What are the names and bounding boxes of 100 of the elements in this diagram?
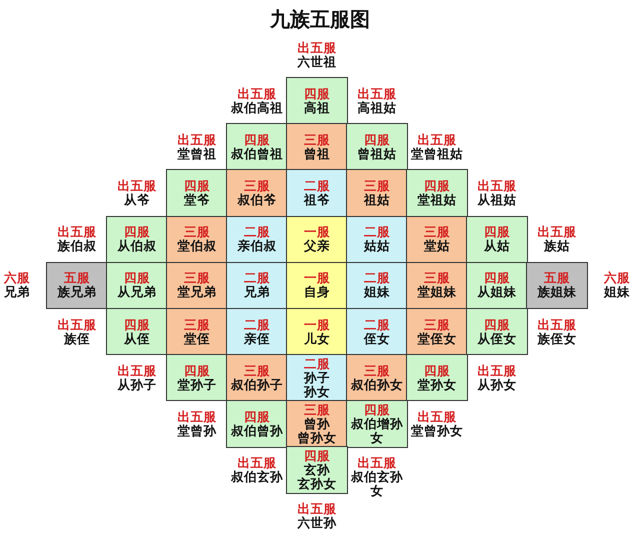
mourning-cell [406,308,468,356]
mourning-cell [466,216,528,264]
relative-name: 堂侄女 [418,332,456,346]
relative-name: 堂侄 [184,332,210,346]
relative-name: 堂曾孙女 [410,424,464,438]
grade-label: 六服 [602,271,631,286]
grade-label: 出五服 [418,133,458,148]
grade-label: 二服 [364,225,390,240]
relative-name: 从孙女 [476,378,518,392]
grade-label: 出五服 [416,410,458,424]
grade-label: 四服 [484,271,510,286]
mourning-cell [166,169,228,218]
grade-label: 五服 [64,271,90,286]
relative-name: 族侄女 [536,332,578,346]
relative-name: 从伯叔 [118,239,156,254]
grade-label: 出五服 [56,225,98,240]
grade-label: 三服 [184,318,210,332]
relative-name: 从姑 [484,239,510,254]
relative-name: 曾孙女 [298,430,336,445]
grade-label: 三服 [184,271,210,286]
mourning-cell [166,262,228,310]
grade-label: 四服 [124,318,150,332]
grade-label: 三服 [244,179,270,194]
mourning-cell [286,354,348,402]
grade-label: 出五服 [536,225,578,240]
title: 九族五服图 [268,8,371,32]
mourning-cell [106,262,168,310]
grade-label: 出五服 [56,318,98,332]
grade-label: 四服 [364,133,390,148]
grade-label: 四服 [304,87,330,102]
relative-name: 堂兄弟 [178,285,216,300]
grade-label: 出五服 [236,87,278,101]
grade-label: 出五服 [116,364,158,378]
relative-name: 堂爷 [184,193,210,208]
grade-label: 二服 [244,225,270,240]
grade-label: 六服 [2,271,31,286]
grade-label: 二服 [244,271,270,286]
relative-name: 高祖姑 [356,101,398,115]
grade-label: 一服 [304,271,330,286]
mourning-cell [46,262,108,310]
relative-name: 祖爷 [304,193,330,208]
mourning-cell [226,354,288,402]
mourning-cell [226,308,288,356]
grade-label: 四服 [124,225,150,240]
relative-name: 从侄女 [478,332,516,346]
grade-label: 出五服 [296,502,338,516]
relative-name: 祖姑 [364,193,390,208]
relative-name: 堂曾祖 [176,147,218,162]
grade-label: 三服 [304,133,330,148]
mourning-cell [286,216,348,264]
grade-label: 四服 [424,364,450,378]
relative-name: 堂孙子 [178,378,216,392]
relative-name: 叔伯曾祖 [231,147,283,162]
relative-name: 儿女 [304,332,330,346]
grade-label: 四服 [484,225,510,240]
relative-name: 族伯叔 [56,239,98,254]
relative-name: 叔伯增孙女 [350,416,404,445]
grade-label: 四服 [364,402,390,417]
mourning-cell [226,400,288,448]
relative-name: 从兄弟 [118,285,156,300]
grade-label: 二服 [364,271,390,286]
grade-label: 三服 [364,364,390,378]
relative-name: 六世孙 [296,516,338,530]
mourning-cell [346,400,408,448]
mourning-cell [106,308,168,356]
relative-name: 叔伯孙女 [351,378,403,392]
grade-label: 一服 [304,225,330,240]
grade-label: 三服 [424,318,450,332]
grade-label: 四服 [424,179,450,194]
relative-name: 亲伯叔 [238,239,276,254]
relative-name: 从姐妹 [478,285,516,300]
mourning-cell [286,123,348,171]
mourning-cell [406,216,468,264]
relative-name: 堂曾孙 [176,424,218,438]
grade-label: 出五服 [536,318,578,332]
mourning-cell [346,169,408,218]
relative-name: 亲侄 [244,332,270,346]
relative-name: 从侄 [124,332,150,346]
grade-label: 四服 [244,133,270,148]
mourning-cell [466,308,528,356]
mourning-cell [166,308,228,356]
relative-name: 叔伯玄孙 [230,470,284,484]
mourning-cell [406,354,468,402]
grade-label: 出五服 [356,456,398,470]
mourning-cell [286,400,348,448]
grade-label: 三服 [304,402,330,417]
relative-name: 孙子 [304,370,330,385]
relative-name: 高祖 [304,101,330,116]
mourning-cell [346,123,408,171]
mourning-cell [106,216,168,264]
relative-name: 曾祖 [304,147,330,162]
relative-name: 曾祖姑 [358,147,396,162]
relative-name: 玄孙女 [298,476,336,491]
grade-label: 二服 [364,318,390,332]
relative-name: 叔伯孙子 [231,378,283,392]
mourning-cell [346,216,408,264]
grade-label: 出五服 [476,364,518,378]
grade-label: 四服 [184,179,210,194]
grade-label: 四服 [244,410,270,424]
mourning-cell [226,216,288,264]
